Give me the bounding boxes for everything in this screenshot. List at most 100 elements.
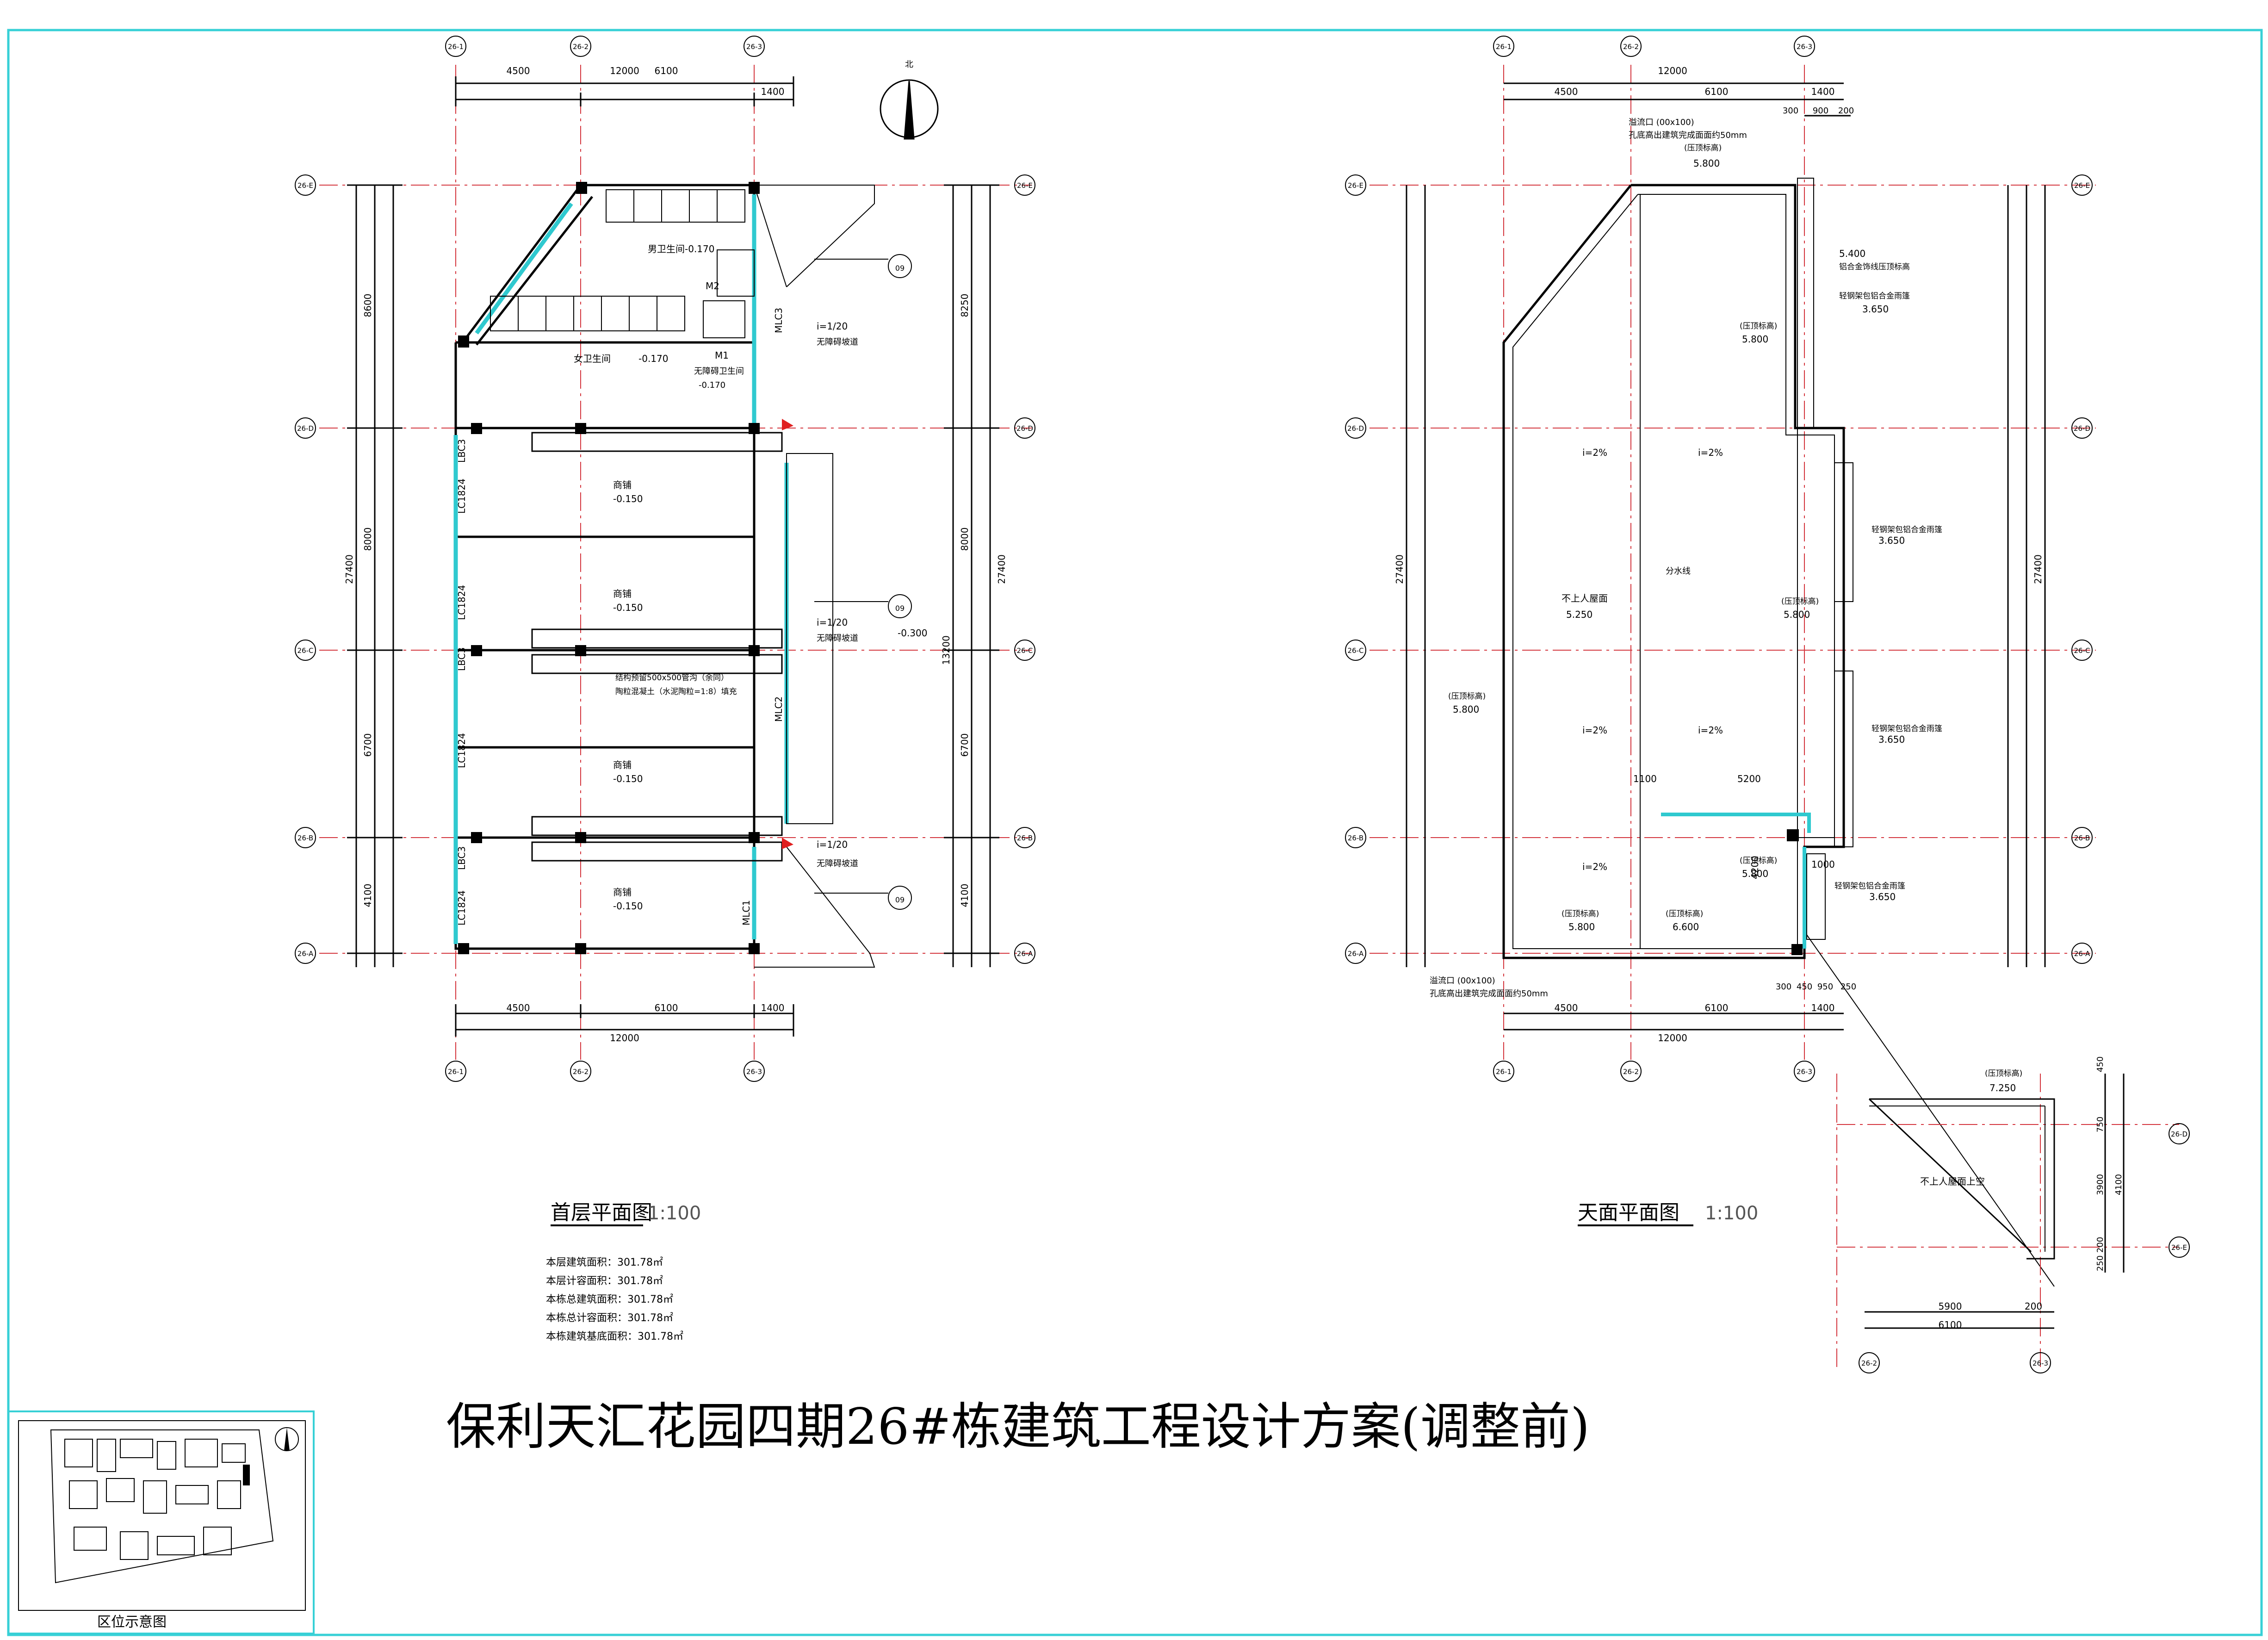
ground-dim-right-3: 6700: [959, 733, 970, 757]
room-shop-4: 商铺: [613, 887, 632, 898]
roof-axis-left-d: 26-D: [1347, 424, 1364, 433]
parapet-label-2: (压顶标高): [1740, 322, 1777, 331]
roof-dim-1000: 1000: [1811, 859, 1835, 870]
room-shop-4-level: -0.150: [613, 901, 643, 912]
roof-dim-1100: 1100: [1633, 773, 1657, 784]
section-mark-3: 09: [895, 895, 905, 904]
roof-level: 5.250: [1566, 609, 1593, 620]
canopy-note-a: 铝合金饰线压顶标高: [1839, 262, 1910, 272]
overflow-note-bottom: 溢流口 (00x100): [1430, 976, 1495, 986]
project-title: 保利天汇花园四期26#栋建筑工程设计方案(调整前): [446, 1398, 1590, 1456]
ground-axis-right-a: 26-A: [1017, 950, 1033, 958]
ground-dim-left: [347, 184, 403, 967]
roof-dim-5200: 5200: [1737, 773, 1761, 784]
room-male-wc-level: -0.170: [685, 243, 714, 255]
section-mark-1: 09: [895, 604, 905, 613]
window-lbc3-1: LBC3: [456, 439, 467, 463]
detail-roof-label: 不上人屋面上空: [1920, 1176, 1985, 1187]
roof-axis-right-d: 26-D: [2074, 424, 2090, 433]
ground-dim-left-total: 27400: [344, 554, 355, 584]
room-shop-2: 商铺: [613, 588, 632, 599]
ground-hatched-walls: [531, 432, 783, 862]
roof-dim-top-sub-3: 200: [1838, 106, 1854, 116]
door-mlc3: MLC3: [773, 308, 784, 333]
parapet-label-1: (压顶标高): [1684, 143, 1722, 153]
overflow-note-top: 溢流口 (00x100): [1629, 118, 1694, 127]
overflow-note-bottom-2: 孔底高出建筑完成面面约50mm: [1430, 989, 1548, 999]
ground-axis-bubbles: [295, 36, 1035, 1082]
canopy-level-b2: 3.650: [1878, 535, 1905, 546]
roof-plan-title: 天面平面图: [1578, 1201, 1679, 1224]
north-label: 北: [905, 60, 913, 69]
ground-dim-top-2: 6100: [655, 65, 678, 76]
window-lc1824-4: LC1824: [456, 890, 467, 926]
window-lc1824-2: LC1824: [456, 585, 467, 620]
roof-ridge: 分水线: [1666, 566, 1691, 576]
window-lc1824-1: LC1824: [456, 478, 467, 514]
roof-dim-bottom-sub-2: 450: [1797, 982, 1812, 992]
detail-dim-6100: 6100: [1939, 1319, 1962, 1330]
roof-cyan-edge: [1661, 813, 1811, 949]
parapet-level-2: 5.800: [1742, 334, 1768, 345]
location-plan: 区位示意图: [7, 1410, 315, 1634]
ground-dim-top-total: 12000: [610, 65, 639, 76]
overflow-note-top-2: 孔底高出建筑完成面面约50mm: [1629, 130, 1747, 140]
roof-dim-top-1: 4500: [1555, 86, 1578, 97]
ground-axis-bottom-3: 26-3: [746, 1068, 762, 1076]
ground-dim-bottom-3: 1400: [761, 1002, 785, 1013]
roof-dim-top-2: 6100: [1705, 86, 1729, 97]
parapet-level-6: 6.600: [1673, 921, 1699, 932]
note-fill: 陶粒混凝土（水泥陶粒=1:8）填充: [615, 687, 737, 696]
ground-dim-left-2: 8000: [362, 528, 373, 551]
detail-parapet-level: 7.250: [1989, 1082, 2016, 1093]
roof-dim-top-sub-1: 300: [1783, 106, 1798, 116]
roof-axis-bottom-2: 26-2: [1623, 1068, 1639, 1076]
room-shop-1: 商铺: [613, 479, 632, 491]
ground-dim-left-4: 4100: [362, 884, 373, 907]
room-shop-3: 商铺: [613, 759, 632, 770]
parapet-label-3: (压顶标高): [1781, 597, 1819, 606]
detail-axis-2: 26-2: [1861, 1359, 1877, 1367]
roof-axis-lines: [1369, 65, 2096, 1060]
area-note-5: 本栋建筑基底面积：301.78㎡: [546, 1330, 683, 1342]
roof-dim-bottom-sub-4: 250: [1840, 982, 1856, 992]
roof-axis-bottom-3: 26-3: [1797, 1068, 1812, 1076]
sheet-border: [7, 29, 2263, 1636]
ground-axis-left-a: 26-A: [297, 950, 314, 958]
ramp-label-1: 无障碍坡道: [817, 337, 858, 347]
detail-parapet-label: (压顶标高): [1985, 1069, 2022, 1078]
area-note-4: 本栋总计容面积：301.78㎡: [546, 1312, 673, 1324]
ground-dim-top-3: 1400: [761, 86, 785, 97]
roof-slope-3: i=2%: [1582, 725, 1607, 736]
room-female-wc: 女卫生间: [574, 353, 611, 364]
detail-axis-d: 26-D: [2171, 1130, 2187, 1138]
detail-dim-750: 750: [2095, 1117, 2105, 1132]
room-accessible-wc: 无障碍卫生间: [694, 367, 744, 376]
roof-axis-left-b: 26-B: [1348, 834, 1363, 842]
ground-dim-top: [455, 76, 794, 106]
roof-axis-left-c: 26-C: [1348, 646, 1364, 655]
room-female-wc-level: -0.170: [638, 353, 668, 364]
roof-dim-bottom-total: 12000: [1658, 1032, 1687, 1044]
ground-dim-right: [944, 184, 999, 967]
ground-dim-left-3: 6700: [362, 733, 373, 757]
detail-axis-e: 26-E: [2171, 1243, 2187, 1252]
roof-dim-right-total: 27400: [2033, 554, 2044, 584]
roof-dim-bottom-1: 4500: [1555, 1002, 1578, 1013]
door-m1: M1: [715, 350, 729, 361]
location-site-blocks: [50, 1429, 274, 1584]
roof-plan-text: 4500 6100 1400 12000 300 900 200 4500 61…: [1347, 43, 2090, 1226]
canopy-note-b3: 轻钢架包铝合金雨篷: [1871, 724, 1942, 733]
detail-dim-450: 450: [2095, 1056, 2105, 1072]
ground-dim-left-1: 8600: [362, 294, 373, 317]
parapet-label-4: (压顶标高): [1448, 692, 1486, 701]
roof-plan: [1345, 36, 2096, 1287]
roof-axis-bubbles: [1345, 36, 2093, 1082]
detail-plan-text: 不上人屋面上空 (压顶标高) 7.250 5900 200 6100 450 7…: [1861, 1056, 2187, 1367]
detail-axis-3: 26-3: [2033, 1359, 2048, 1367]
detail-dim-5900: 5900: [1939, 1301, 1962, 1312]
room-shop-1-level: -0.150: [613, 493, 643, 504]
detail-dim-4100: 4100: [2114, 1174, 2124, 1195]
parapet-label-5: (压顶标高): [1562, 909, 1599, 919]
roof-axis-top-1: 26-1: [1496, 43, 1512, 51]
